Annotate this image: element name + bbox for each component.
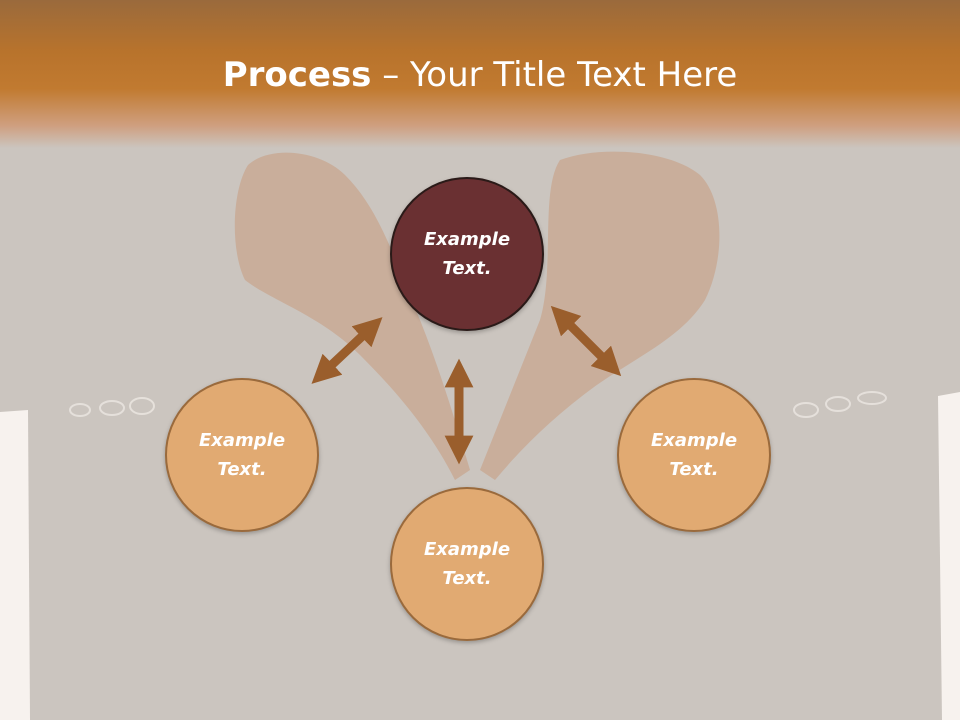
title-banner (0, 0, 960, 148)
title-rest: – Your Title Text Here (371, 55, 738, 95)
node-left-label: Example Text. (198, 430, 286, 480)
arrow-top-left (311, 317, 383, 384)
arrow-top-right (550, 305, 622, 377)
slide-title: Process – Your Title Text Here (0, 52, 960, 98)
title-bold: Process (222, 55, 372, 95)
node-top-label: Example Text. (423, 229, 511, 279)
node-bottom-label: Example Text. (423, 539, 511, 589)
node-right: Example Text. (617, 378, 771, 532)
node-left: Example Text. (165, 378, 319, 532)
node-right-label: Example Text. (650, 430, 738, 480)
node-top: Example Text. (390, 177, 544, 331)
node-bottom: Example Text. (390, 487, 544, 641)
